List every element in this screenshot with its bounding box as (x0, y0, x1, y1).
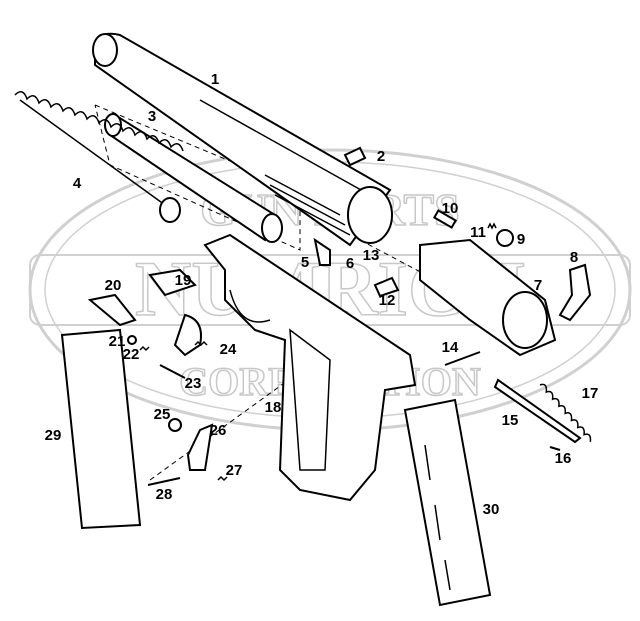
part-26 (186, 423, 214, 471)
part-label: 6 (346, 255, 354, 272)
part-24 (194, 340, 208, 347)
part-20 (87, 293, 137, 327)
part-25 (168, 418, 182, 432)
part-label: 14 (442, 339, 459, 356)
part-label: 1 (211, 71, 219, 88)
part-frame (203, 233, 417, 502)
part-27 (217, 475, 228, 482)
part-28 (147, 477, 181, 486)
magazine-slots (424, 444, 451, 591)
part-label: 29 (45, 427, 62, 444)
part-label: 17 (582, 385, 599, 402)
part-label: 25 (154, 406, 171, 423)
part-label: 20 (105, 277, 122, 294)
part-label: 8 (570, 249, 578, 266)
part-firing-pin (493, 378, 582, 444)
part-labels: 1 2 3 4 5 6 7 8 9 10 11 12 13 14 15 16 1… (45, 71, 599, 518)
part-label: 13 (363, 247, 380, 264)
part-16 (549, 446, 561, 451)
part-label: 19 (175, 272, 192, 289)
part-21 (127, 335, 137, 345)
part-barrel (104, 113, 283, 243)
part-12 (373, 276, 400, 298)
part-label: 26 (210, 422, 227, 439)
part-label: 2 (377, 148, 385, 165)
part-label: 9 (517, 231, 525, 248)
part-label: 23 (185, 375, 202, 392)
part-label: 5 (301, 254, 309, 271)
part-22 (139, 345, 150, 352)
part-label: 24 (220, 341, 237, 358)
part-label: 3 (148, 108, 156, 125)
part-5 (313, 237, 331, 266)
part-10 (432, 209, 458, 229)
part-label: 21 (109, 333, 126, 350)
part-extractor (558, 263, 592, 322)
part-breech-block (419, 238, 557, 357)
part-label: 30 (483, 501, 500, 518)
part-label: 10 (442, 200, 459, 217)
part-14 (444, 351, 481, 366)
part-label: 12 (379, 292, 396, 309)
part-label: 7 (534, 277, 542, 294)
part-2 (343, 146, 367, 167)
part-label: 16 (555, 450, 572, 467)
part-11 (487, 222, 497, 230)
part-slide (92, 32, 393, 247)
part-label: 11 (470, 224, 486, 241)
part-label: 4 (73, 175, 82, 192)
part-label: 15 (502, 412, 519, 429)
part-19 (148, 268, 197, 297)
part-17-spring (539, 383, 592, 442)
part-recoil-spring (14, 91, 184, 223)
part-23 (159, 364, 186, 379)
guide-line (149, 349, 331, 481)
part-grip-panel (60, 328, 142, 530)
part-label: 22 (123, 346, 140, 363)
part-9 (496, 229, 514, 247)
part-label: 18 (265, 399, 282, 416)
part-label: 28 (156, 486, 173, 503)
part-trigger (173, 313, 202, 357)
part-label: 27 (226, 462, 243, 479)
